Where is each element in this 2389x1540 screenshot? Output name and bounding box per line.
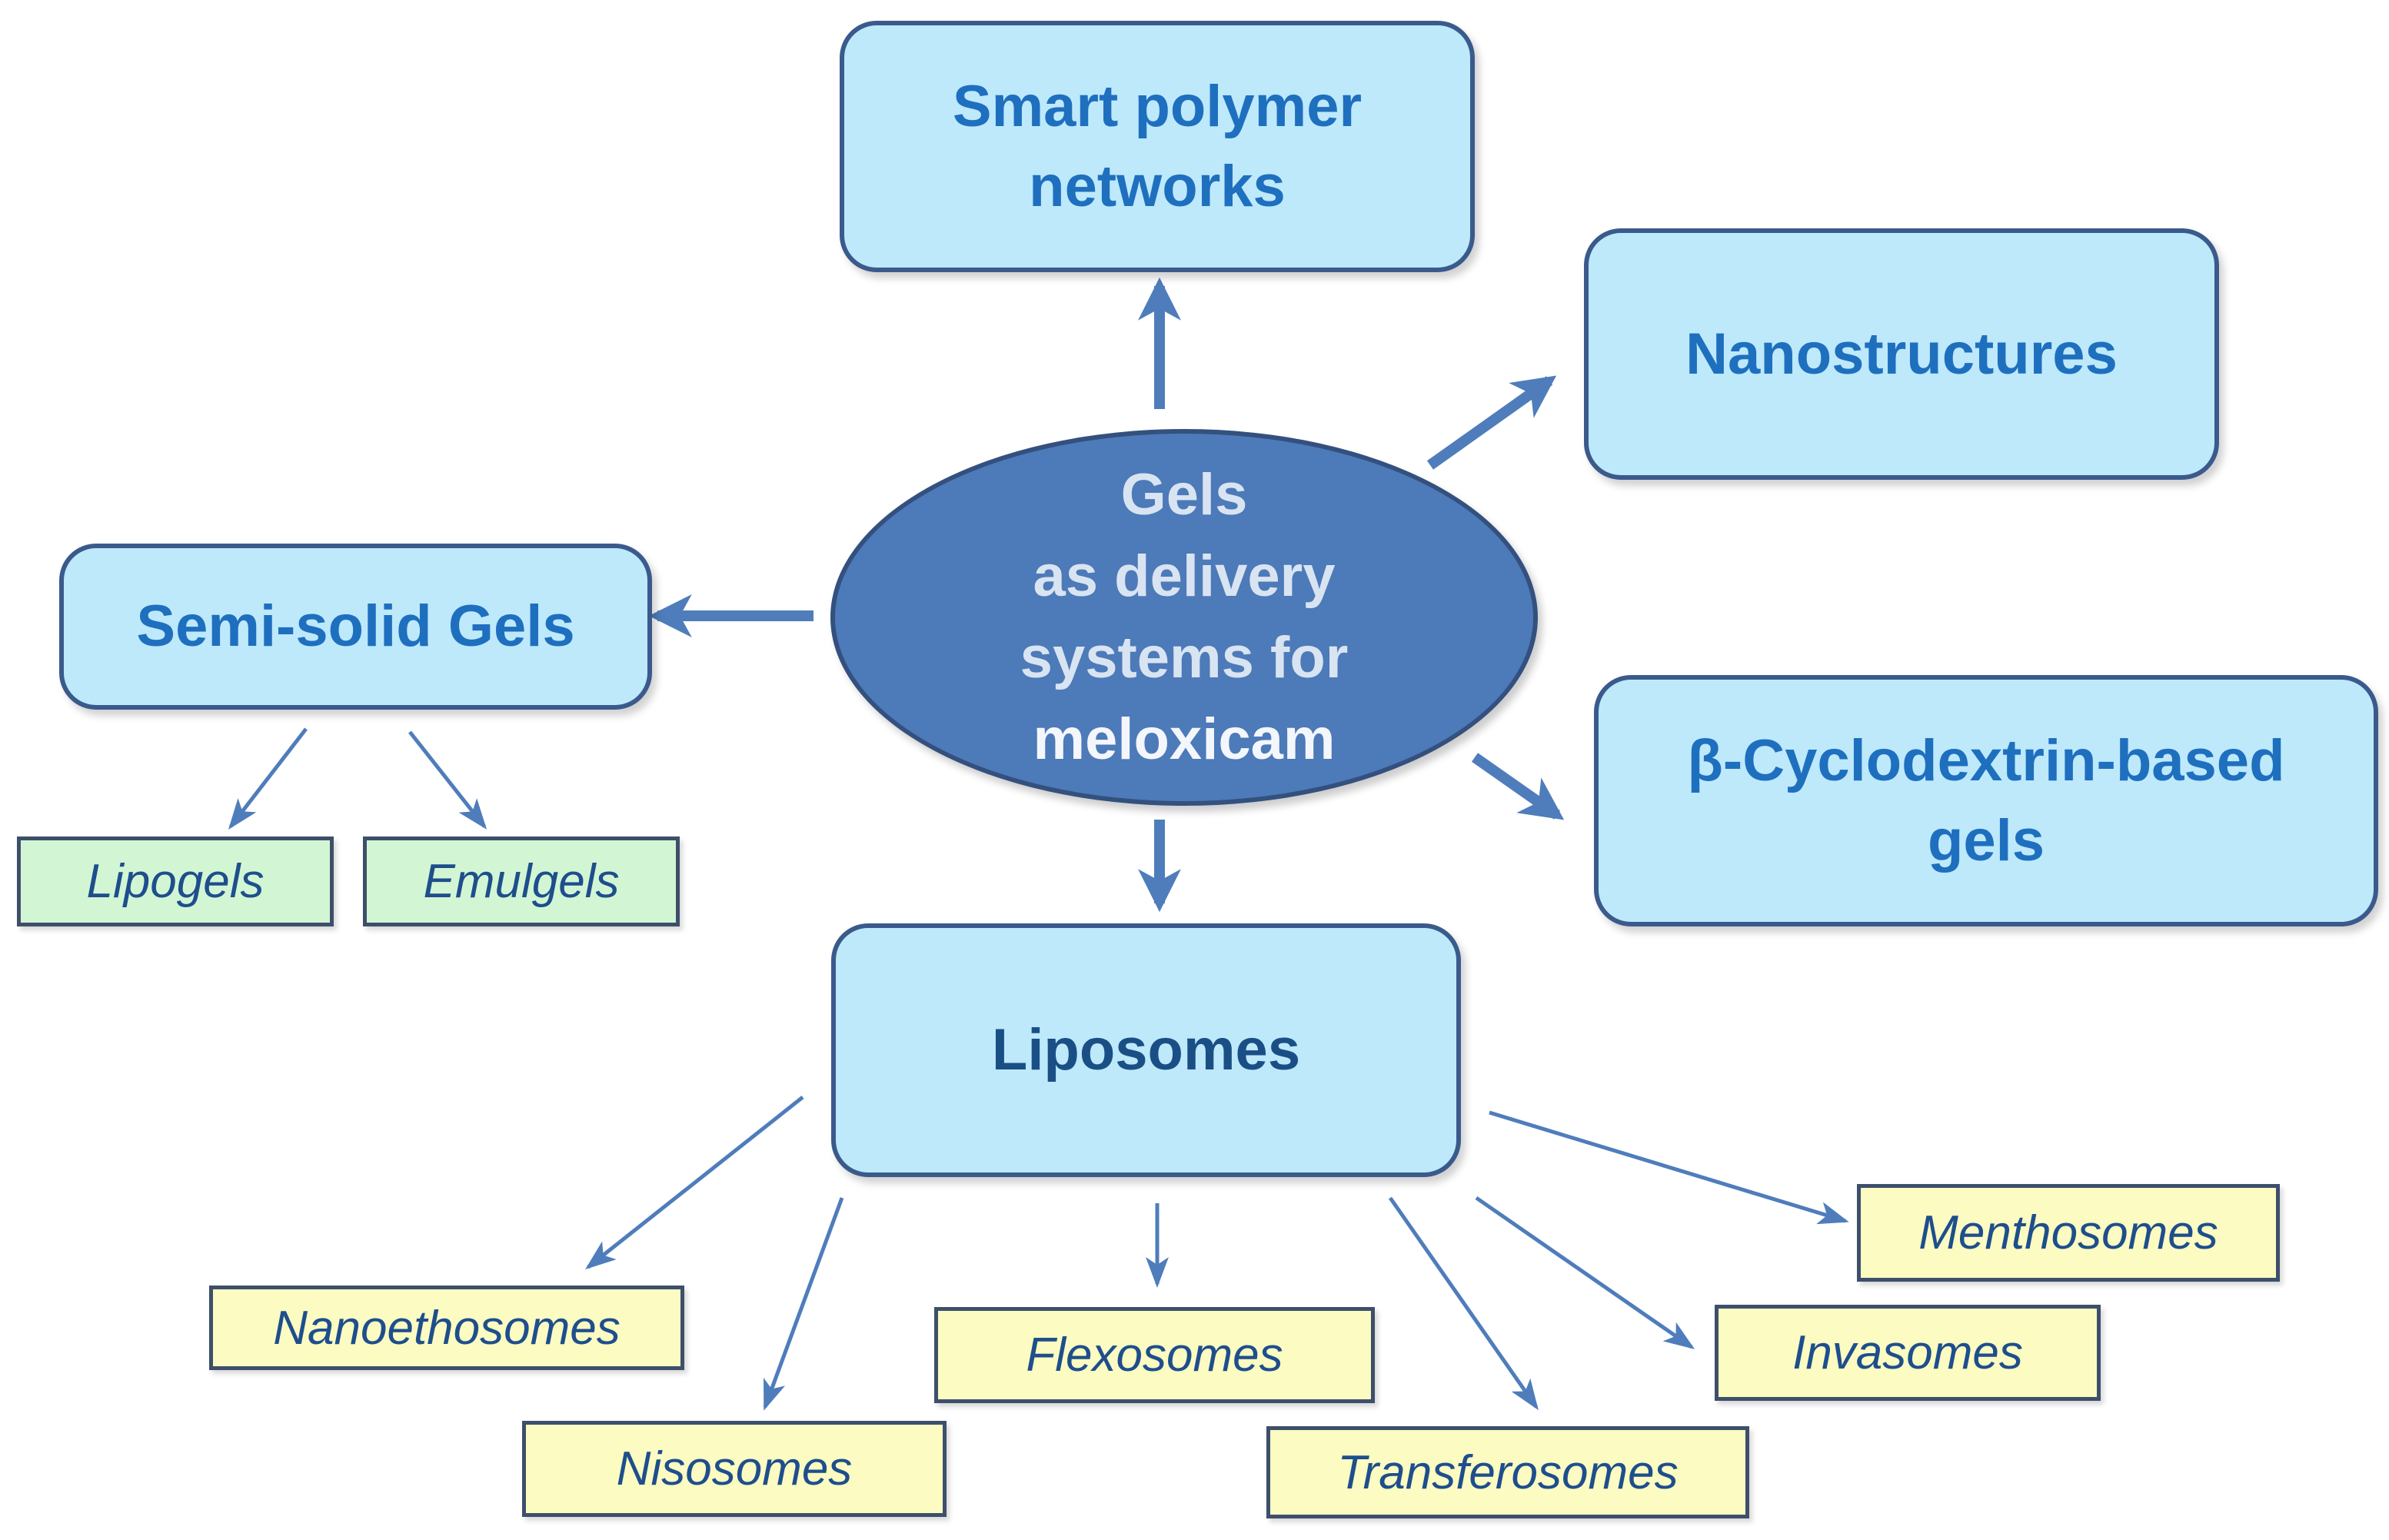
center-line-2: as delivery — [1033, 544, 1336, 609]
center-line-3: systems for — [1020, 625, 1349, 690]
arrow-to-nanoethosomes — [585, 1096, 804, 1270]
node-cyclodextrin-gels: β-Cyclodextrin-based gels — [1594, 675, 2378, 926]
arrow-to-menthosomes — [1489, 1110, 1849, 1225]
leaf-invasomes: Invasomes — [1715, 1305, 2101, 1401]
arrow-to-invasomes — [1475, 1196, 1695, 1349]
leaf-flexosomes-label: Flexosomes — [1026, 1329, 1283, 1382]
leaf-emulgels-label: Emulgels — [423, 855, 620, 908]
arrow-to-lipogels — [228, 727, 308, 830]
leaf-flexosomes: Flexosomes — [934, 1307, 1375, 1403]
node-semi-solid-gels: Semi-solid Gels — [59, 544, 652, 710]
node-cyclodextrin-label: β-Cyclodextrin-based gels — [1687, 727, 2285, 873]
center-line-4: meloxicam — [1033, 707, 1336, 772]
leaf-lipogels: Lipogels — [17, 837, 334, 926]
center-line-1: Gels — [1120, 462, 1248, 527]
node-nanostructures-label: Nanostructures — [1685, 321, 2118, 387]
node-smart-polymer-networks: Smart polymer networks — [840, 21, 1475, 272]
arrow-to-nanostructures — [1426, 375, 1557, 470]
arrow-to-transferosomes — [1388, 1196, 1539, 1411]
leaf-nisosomes: Nisosomes — [522, 1421, 947, 1517]
leaf-nanoethosomes: Nanoethosomes — [209, 1286, 684, 1370]
leaf-nisosomes-label: Nisosomes — [616, 1442, 853, 1495]
leaf-transferosomes: Transferosomes — [1266, 1426, 1749, 1518]
leaf-transferosomes-label: Transferosomes — [1337, 1445, 1679, 1499]
node-semi-solid-label: Semi-solid Gels — [136, 594, 575, 659]
arrow-to-emulgels — [408, 730, 487, 830]
node-liposomes: Liposomes — [831, 923, 1461, 1177]
leaf-invasomes-label: Invasomes — [1792, 1326, 2023, 1379]
node-smart-polymer-label: Smart polymer networks — [952, 73, 1363, 219]
node-nanostructures: Nanostructures — [1584, 228, 2219, 480]
leaf-lipogels-label: Lipogels — [86, 855, 265, 908]
leaf-nanoethosomes-label: Nanoethosomes — [273, 1301, 621, 1355]
leaf-menthosomes-label: Menthosomes — [1918, 1206, 2218, 1259]
center-topic-ellipse: Gels as delivery systems for meloxicam — [830, 429, 1538, 806]
arrow-to-cyclodextrin — [1471, 753, 1565, 820]
leaf-emulgels: Emulgels — [363, 837, 680, 926]
node-liposomes-label: Liposomes — [991, 1017, 1301, 1083]
arrow-to-nisosomes — [763, 1197, 844, 1411]
leaf-menthosomes: Menthosomes — [1857, 1184, 2280, 1282]
